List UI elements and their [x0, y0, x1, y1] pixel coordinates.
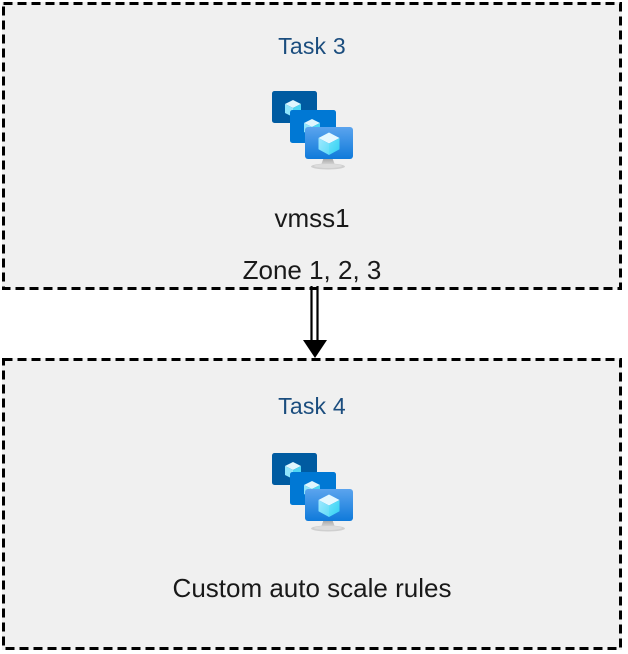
- task-node-task4[interactable]: Task 4: [2, 358, 622, 650]
- task-title-task4: Task 4: [278, 393, 346, 419]
- azure-vm-scale-set-icon: [272, 91, 353, 170]
- task-caption-vmss-name: vmss1: [274, 203, 350, 233]
- connector-arrow-task3-to-task4: [303, 286, 327, 358]
- task-title-task3: Task 3: [278, 33, 346, 59]
- task-caption-autoscale-rules: Custom auto scale rules: [172, 573, 452, 603]
- azure-vm-scale-set-icon: [272, 453, 353, 532]
- task-node-task3[interactable]: Task 3: [2, 2, 622, 290]
- task-caption-zones: Zone 1, 2, 3: [242, 255, 382, 285]
